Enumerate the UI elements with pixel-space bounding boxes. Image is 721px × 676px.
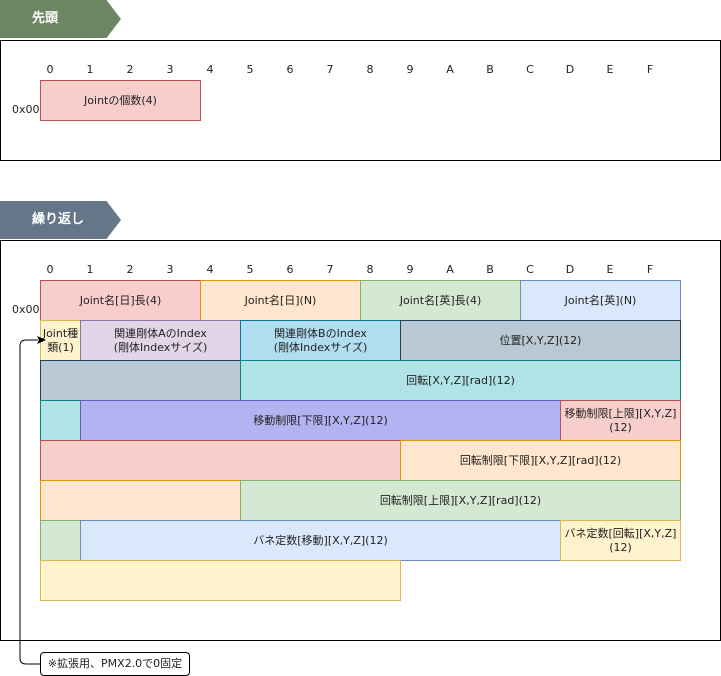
field-joint-type: Joint種 類(1) <box>40 320 81 361</box>
col-label: 9 <box>406 63 414 76</box>
col-label: 7 <box>326 263 334 276</box>
field-rot-limit-lower: 回転制限[下限][X,Y,Z][rad](12) <box>400 440 681 481</box>
col-label: 5 <box>246 263 254 276</box>
header-section-label: 先頭 <box>32 11 59 26</box>
col-label: C <box>526 263 534 276</box>
col-label: 4 <box>206 263 214 276</box>
field-joint-count: Jointの個数(4) <box>40 80 201 121</box>
field-rotation-continued <box>40 400 81 441</box>
col-label: 8 <box>366 63 374 76</box>
col-label: A <box>446 63 454 76</box>
field-name-en: Joint名[英](N) <box>520 280 681 321</box>
col-label: 6 <box>286 263 294 276</box>
header-row-offset: 0x00 <box>12 103 40 116</box>
header-section-tag: 先頭 <box>0 0 121 38</box>
col-label: 2 <box>126 63 134 76</box>
col-label: 3 <box>166 63 174 76</box>
col-label: D <box>565 63 575 76</box>
repeat-section-label: 繰り返し <box>32 212 85 227</box>
field-rigid-a-index: 関連剛体AのIndex (剛体Indexサイズ) <box>80 320 241 361</box>
col-label: 0 <box>46 63 54 76</box>
col-label: A <box>446 263 454 276</box>
col-label: 3 <box>166 263 174 276</box>
field-spring-rot: バネ定数[回転][X,Y,Z] (12) <box>560 520 681 561</box>
col-label: 7 <box>326 63 334 76</box>
col-label: 0 <box>46 263 54 276</box>
field-spring-move: バネ定数[移動][X,Y,Z](12) <box>80 520 561 561</box>
col-label: B <box>486 263 494 276</box>
field-name-jp-length: Joint名[日]長(4) <box>40 280 201 321</box>
field-name-jp: Joint名[日](N) <box>200 280 361 321</box>
repeat-section-tag: 繰り返し <box>0 201 121 239</box>
repeat-row-offset: 0x00 <box>12 303 40 316</box>
col-label: 8 <box>366 263 374 276</box>
field-name-en-length: Joint名[英]長(4) <box>360 280 521 321</box>
col-label: E <box>606 63 614 76</box>
col-label: F <box>646 263 654 276</box>
field-move-limit-upper: 移動制限[上限][X,Y,Z] (12) <box>560 400 681 441</box>
field-rot-limit-lower-continued <box>40 480 241 521</box>
col-label: C <box>526 63 534 76</box>
col-label: 1 <box>86 63 94 76</box>
connector-line <box>19 339 40 665</box>
field-rigid-b-index: 関連剛体BのIndex (剛体Indexサイズ) <box>240 320 401 361</box>
extension-note: ※拡張用、PMX2.0で0固定 <box>40 652 190 676</box>
col-label: 1 <box>86 263 94 276</box>
col-label: 9 <box>406 263 414 276</box>
field-spring-rot-continued <box>40 560 401 601</box>
col-label: D <box>565 263 575 276</box>
col-label: F <box>646 63 654 76</box>
connector-arrowhead <box>37 336 46 344</box>
col-label: 2 <box>126 263 134 276</box>
col-label: E <box>606 263 614 276</box>
col-label: B <box>486 63 494 76</box>
col-label: 4 <box>206 63 214 76</box>
col-label: 6 <box>286 63 294 76</box>
col-label: 5 <box>246 63 254 76</box>
field-rotation: 回転[X,Y,Z][rad](12) <box>240 360 681 401</box>
